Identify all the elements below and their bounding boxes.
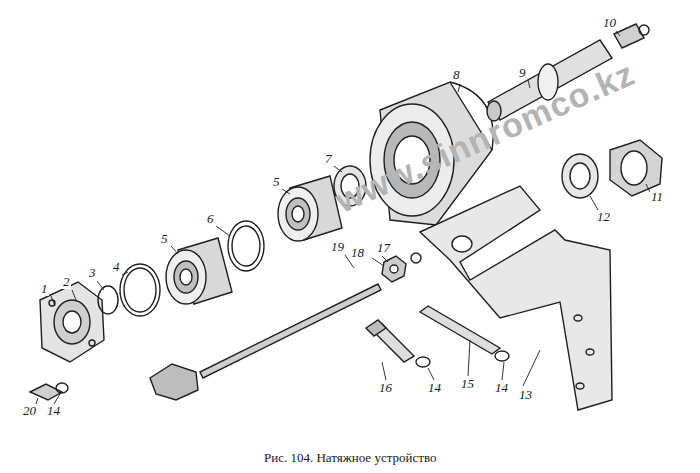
- callout-number: 4: [112, 260, 121, 274]
- callout-number: 8: [452, 68, 461, 82]
- snap-ring: [120, 264, 160, 316]
- washer: [562, 154, 598, 198]
- callout-number: 19: [330, 240, 345, 254]
- leader-line: [36, 31, 650, 404]
- cover-flange: [40, 282, 104, 362]
- callout-number: 3: [88, 266, 97, 280]
- seal-ring: [228, 221, 264, 271]
- callout-number: 18: [350, 246, 365, 260]
- callout-number: 6: [206, 212, 215, 226]
- pin: [420, 306, 500, 354]
- callout-number: 10: [602, 16, 617, 30]
- callout-number: 5: [160, 232, 169, 246]
- callout-number: 14: [494, 381, 509, 395]
- figure-caption: Рис. 104. Натяжное устройство: [264, 450, 436, 466]
- washer: [416, 357, 430, 367]
- bearing: [166, 238, 232, 304]
- nut: [382, 253, 421, 282]
- circlip: [98, 286, 118, 314]
- washer: [495, 351, 509, 361]
- bolt: [366, 320, 414, 362]
- callout-number: 14: [427, 381, 442, 395]
- callout-number: 13: [518, 388, 533, 402]
- callout-number: 2: [62, 275, 71, 289]
- callout-number: 7: [324, 152, 333, 166]
- callout-number: 20: [22, 404, 37, 418]
- callout-number: 16: [378, 381, 393, 395]
- callout-number: 11: [650, 190, 664, 204]
- bracket-body: [420, 186, 612, 410]
- callout-number: 9: [518, 66, 527, 80]
- callout-number: 12: [596, 210, 611, 224]
- callout-number: 14: [46, 404, 61, 418]
- nut: [610, 140, 662, 196]
- bolt: [30, 383, 68, 400]
- tension-screw: [150, 284, 381, 400]
- callout-number: 15: [460, 377, 475, 391]
- callout-number: 5: [272, 175, 281, 189]
- callout-number: 1: [40, 282, 49, 296]
- grease-fitting: [614, 24, 649, 48]
- callout-number: 17: [376, 241, 391, 255]
